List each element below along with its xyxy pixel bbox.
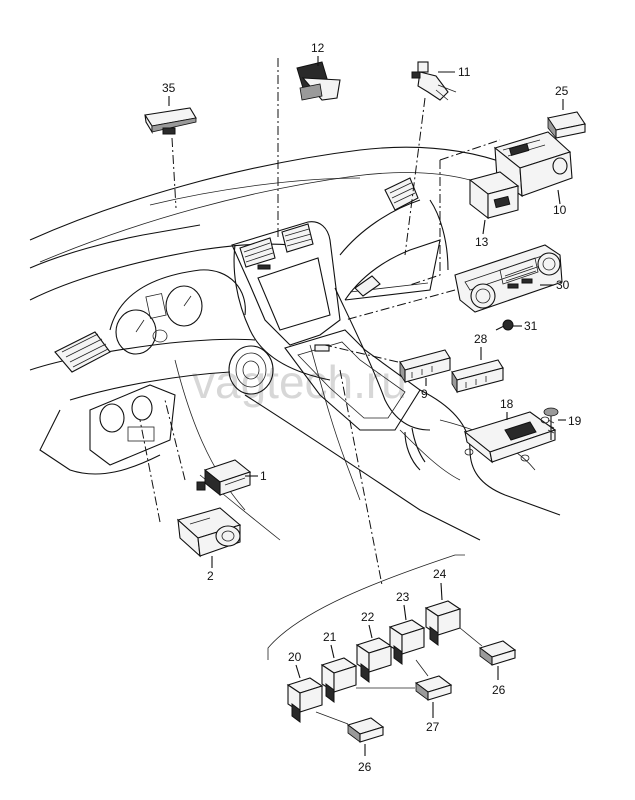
part-28: 28 xyxy=(451,332,504,394)
part-11: 11 xyxy=(404,61,471,256)
callout-18: 18 xyxy=(500,397,514,411)
callout-10: 10 xyxy=(553,203,567,217)
part-21: 21 xyxy=(320,630,358,703)
callout-21: 21 xyxy=(323,630,337,644)
right-air-vent xyxy=(384,177,419,211)
callout-27: 27 xyxy=(426,720,440,734)
callout-35: 35 xyxy=(162,81,176,95)
callout-12: 12 xyxy=(311,41,325,55)
switch-group-bracket xyxy=(267,369,465,660)
callout-22: 22 xyxy=(361,610,375,624)
part-9: 9 xyxy=(324,344,451,401)
left-air-vent xyxy=(54,331,111,373)
callout-28: 28 xyxy=(474,332,488,346)
part-2: 2 xyxy=(139,419,242,583)
part-13: 13 xyxy=(409,139,520,286)
centre-round-vent xyxy=(228,345,274,395)
watermark: vagtech.ru xyxy=(192,356,407,408)
part-18: 18 xyxy=(463,397,557,464)
callout-20: 20 xyxy=(288,650,302,664)
part-20: 20 xyxy=(286,650,324,723)
part-26-right: 26 xyxy=(459,627,517,697)
part-31: 31 xyxy=(495,319,538,333)
part-26-bottom: 26 xyxy=(315,711,385,774)
part-24: 24 xyxy=(424,567,462,646)
callout-23: 23 xyxy=(396,590,410,604)
dashboard-outline xyxy=(29,146,561,541)
callout-25: 25 xyxy=(555,84,569,98)
part-12: 12 xyxy=(277,41,341,240)
part-25: 25 xyxy=(547,84,586,140)
centre-stack xyxy=(231,221,421,431)
part-27: 27 xyxy=(356,659,453,734)
callout-31: 31 xyxy=(524,319,538,333)
glovebox-latch xyxy=(354,275,381,297)
part-10: 10 xyxy=(493,131,573,217)
instrument-cluster xyxy=(109,269,246,355)
callout-24: 24 xyxy=(433,567,447,581)
callout-2: 2 xyxy=(207,569,214,583)
part-30: 30 xyxy=(344,244,570,321)
part-35: 35 xyxy=(144,81,197,209)
callout-9: 9 xyxy=(421,387,428,401)
callout-26-right: 26 xyxy=(492,683,506,697)
callout-11: 11 xyxy=(458,65,471,79)
part-1: 1 xyxy=(164,399,267,497)
callout-30: 30 xyxy=(556,278,570,292)
part-22: 22 xyxy=(355,610,393,683)
callout-1: 1 xyxy=(260,469,267,483)
callout-26-bottom: 26 xyxy=(358,760,372,774)
part-23: 23 xyxy=(388,590,426,665)
callout-19: 19 xyxy=(568,414,582,428)
part-19: 19 xyxy=(543,407,582,440)
left-switch-panel xyxy=(89,384,176,466)
callout-13: 13 xyxy=(475,235,489,249)
